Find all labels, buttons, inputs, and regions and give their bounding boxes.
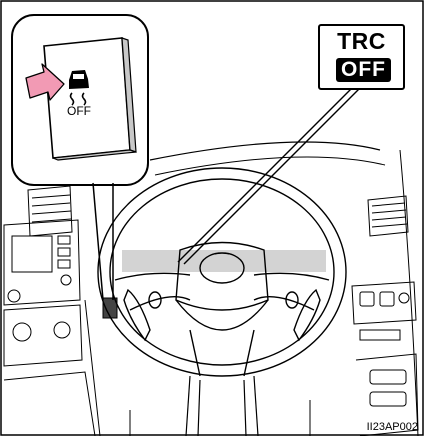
button-off-label: OFF: [61, 104, 97, 118]
indicator-label-off: OFF: [336, 58, 391, 82]
figure-code: II23AP002: [367, 421, 418, 433]
indicator-label-trc: TRC: [320, 28, 403, 55]
trc-off-indicator-callout: TRC OFF: [318, 24, 405, 90]
trc-off-switch: [44, 38, 136, 160]
